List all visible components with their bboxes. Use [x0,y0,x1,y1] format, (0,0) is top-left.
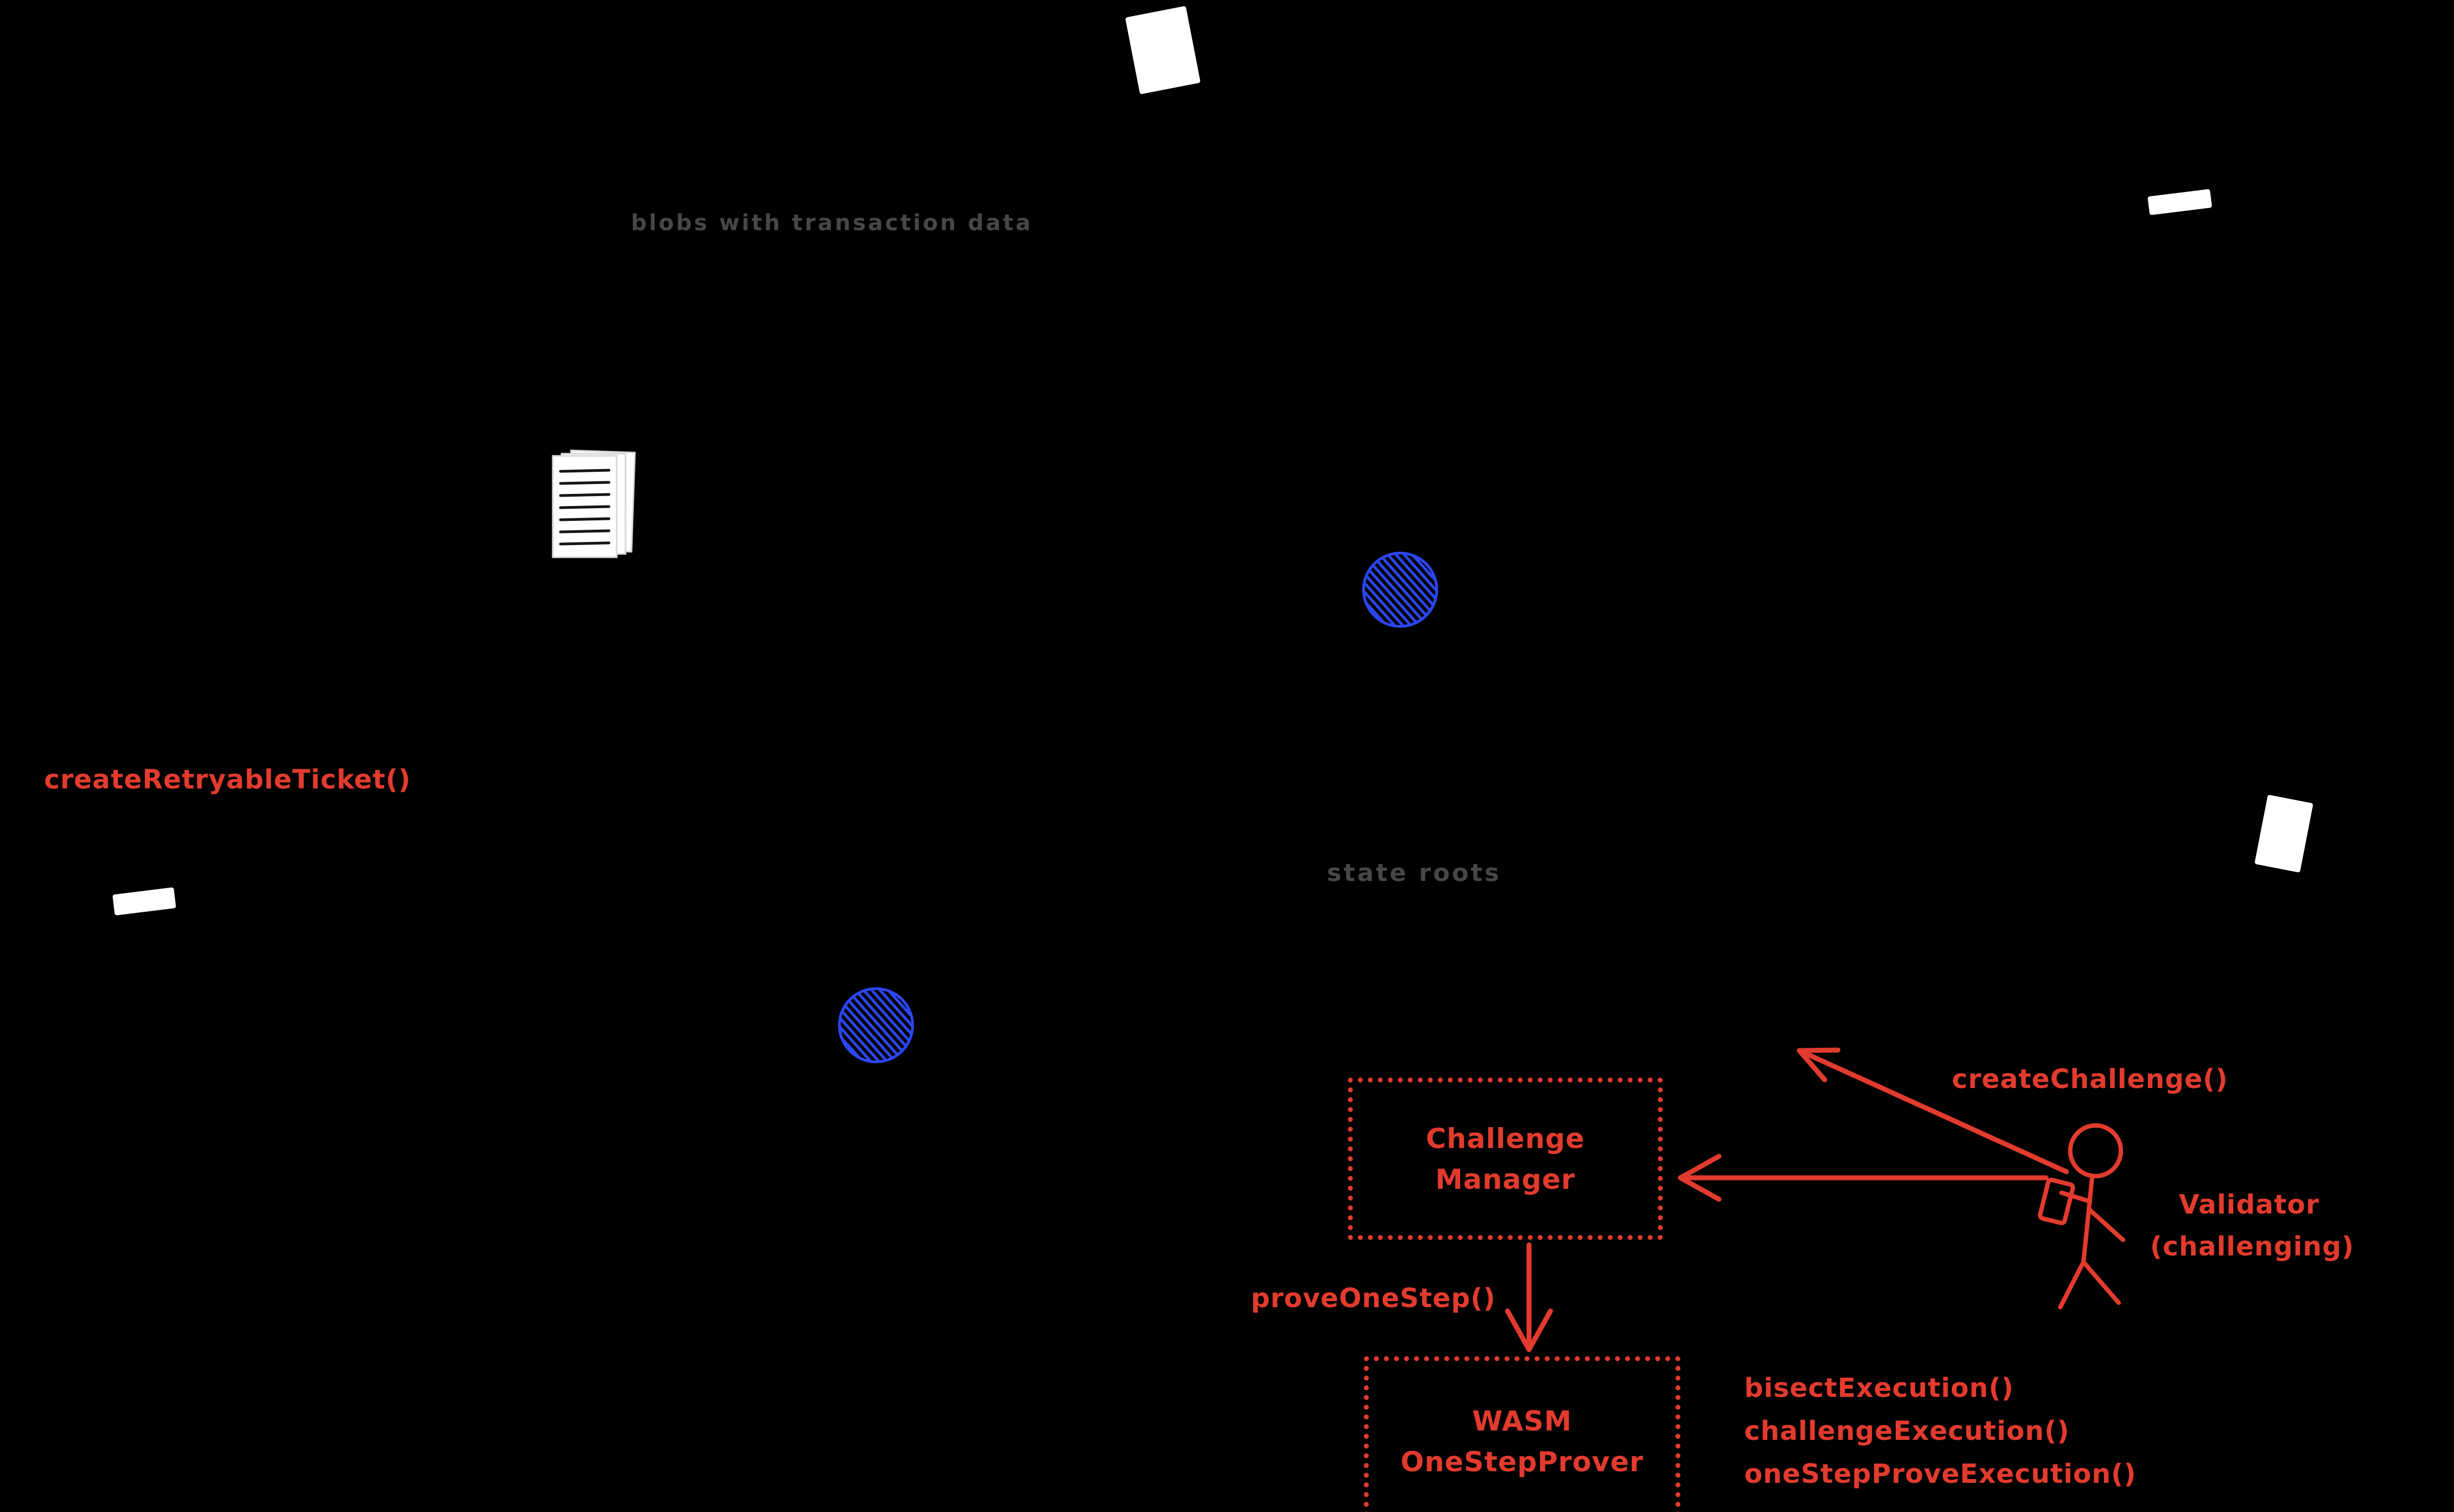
validator-stick-figure-icon [2038,1123,2125,1309]
challenge-manager-label-line2: Manager [1435,1163,1576,1195]
create-retryable-ticket-label: createRetryableTicket() [44,764,411,795]
white-block-right [2254,795,2314,873]
validator-label-line1: Validator [2179,1189,2320,1220]
state-roots-label: state roots [1327,859,1501,887]
eth-hatched-circle-icon [1362,552,1438,628]
blobs-label: blobs with transaction data [631,210,1033,236]
white-block-top [1125,6,1201,95]
wasm-prover-label-line1: WASM [1472,1405,1572,1437]
validator-label-line2: (challenging) [2150,1231,2354,1262]
validator-label: Validator (challenging) [2150,1184,2354,1268]
validator-to-challenge-manager-arrow [1678,1154,2049,1202]
create-challenge-label: createChallenge() [1952,1064,2228,1095]
eth-hatched-circle-icon [838,987,914,1063]
prove-one-step-label: proveOneStep() [1251,1283,1496,1314]
bisect-execution-label: bisectExecution() [1744,1373,2014,1404]
wasm-prover-label-line2: OneStepProver [1400,1445,1644,1478]
document-stack-icon [552,449,636,558]
challenge-execution-label: challengeExecution() [1744,1416,2070,1446]
prove-one-step-arrow [1505,1242,1553,1352]
white-block-left [112,887,176,916]
one-step-prove-execution-label: oneStepProveExecution() [1744,1459,2137,1489]
white-block-top-right [2147,189,2212,215]
challenge-manager-label-line1: Challenge [1425,1122,1585,1155]
challenge-functions-list: bisectExecution() challengeExecution() o… [1744,1367,2136,1495]
wasm-one-step-prover-box: WASM OneStepProver [1364,1356,1680,1512]
challenge-manager-box: Challenge Manager [1348,1078,1663,1240]
